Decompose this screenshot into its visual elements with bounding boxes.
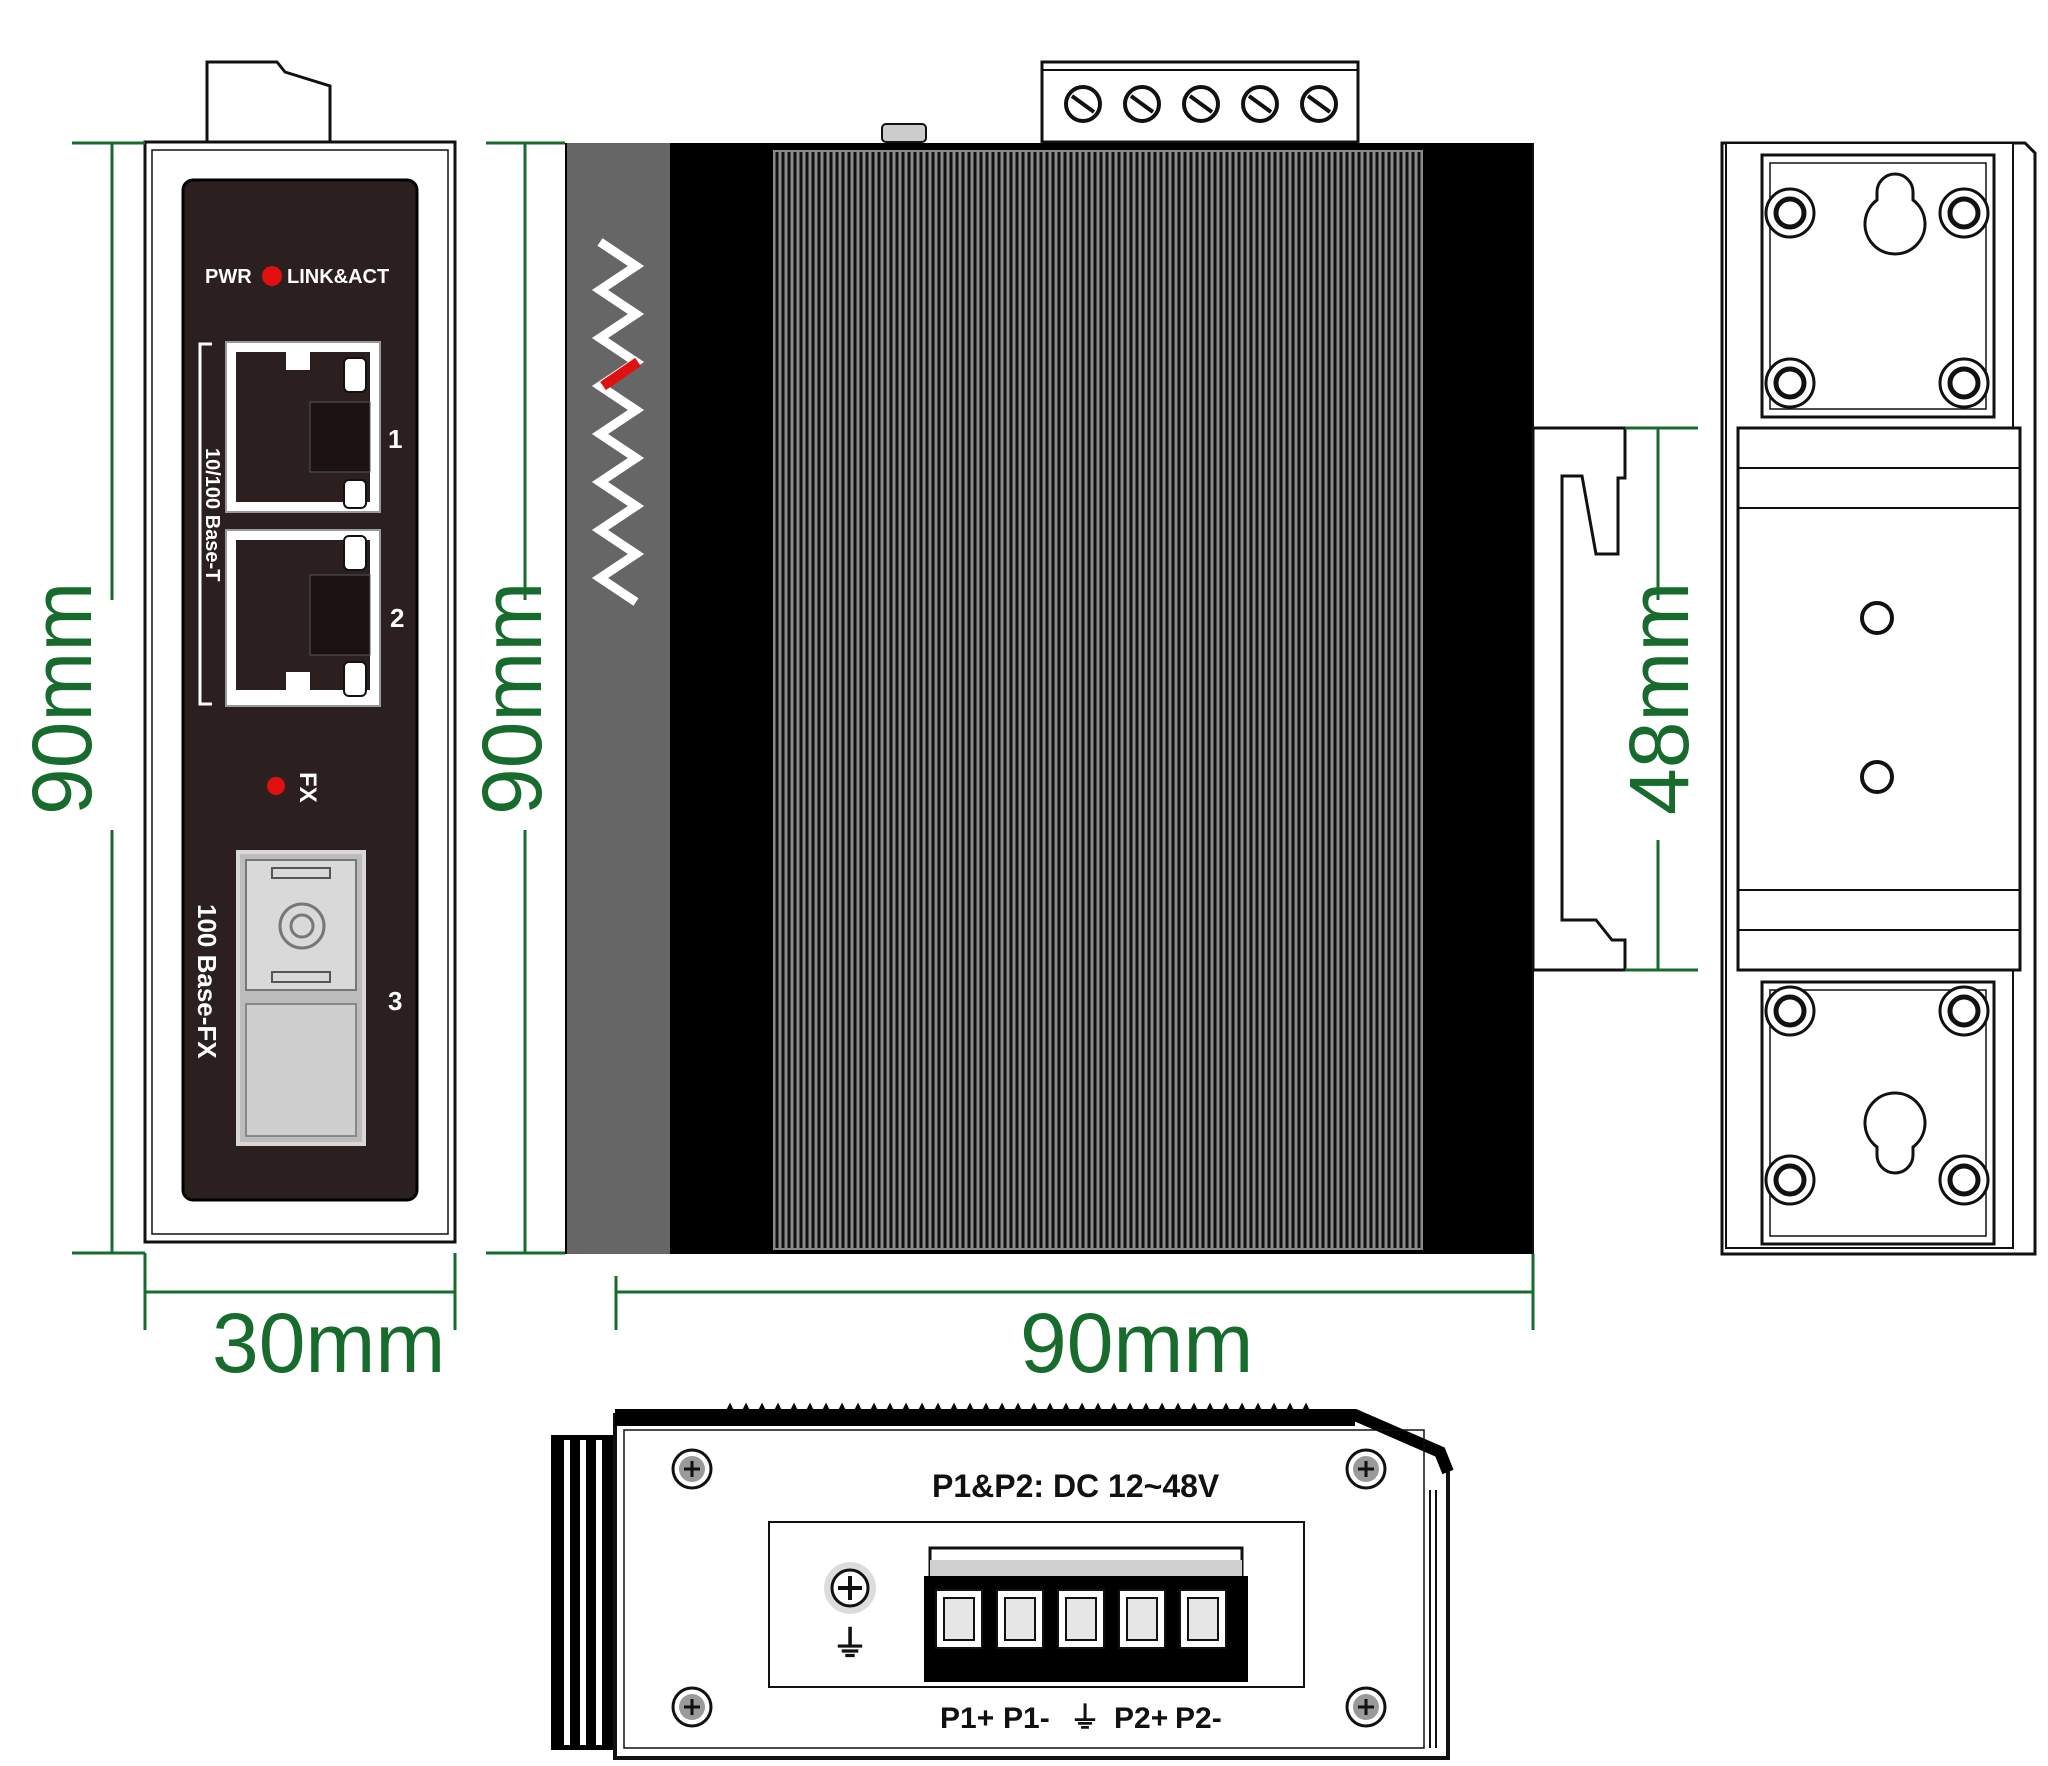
rj45-port-2 [225,529,381,707]
rear-view [1720,141,2037,1256]
front-view: PWR LINK&ACT 10/100 Base-T 1 2 FX [15,60,457,1390]
side-depth-value: 90mm [1020,1296,1253,1390]
side-depth-dimension [614,1254,1535,1330]
heatsink-fin-lines [775,152,1421,1248]
ground-screw-symbol: ⏚ [832,1623,868,1664]
front-top-clip [205,60,332,144]
front-housing-inner [151,149,449,1235]
pin-p1-minus: P1- [1003,1702,1050,1735]
bottom-serrations [615,1402,1355,1426]
rear-mount-screws [1764,187,1990,1206]
front-width-dimension [143,1253,457,1330]
port-3-number: 3 [388,986,402,1016]
brand-logo [591,238,645,606]
side-height-dimension [486,141,565,1255]
din-rail-bracket [1736,426,2022,972]
pin-p1-plus: P1+ [940,1702,994,1735]
copper-group-label: 10/100 Base-T [201,448,223,581]
front-height-value: 90mm [15,582,109,815]
fx-label: FX [294,772,321,803]
fx-led [267,777,285,795]
pwr-led [262,266,282,286]
pin-ground-symbol: ⏚ [1070,1702,1100,1735]
brand-logo-accent [600,357,641,391]
ground-stud [881,123,927,143]
side-height-value: 90mm [465,582,559,815]
terminal-screws-top [1064,85,1338,123]
heatsink-fins [773,150,1423,1250]
bottom-corner-screws [671,1448,1387,1728]
din-rail-dimension [1625,426,1698,972]
din-clip [1531,426,1627,972]
front-height-dimension [72,141,145,1255]
sc-fiber-port [236,850,366,1146]
din-rail-value: 48mm [1612,582,1706,815]
side-view: 90mm 90mm 48mm [465,60,1706,1390]
keyhole-bottom [1863,1091,1927,1175]
port-2-number: 2 [390,603,404,633]
rj45-port-1 [225,341,381,513]
power-spec-title: P1&P2: DC 12~48V [932,1468,1220,1504]
side-grey-stripe [567,143,670,1254]
port-1-number: 1 [388,424,402,454]
pin-p2-minus: P2- [1175,1702,1222,1735]
link-act-label: LINK&ACT [287,266,389,288]
fiber-group-label: 100 Base-FX [192,904,222,1059]
front-width-value: 30mm [212,1296,445,1390]
keyhole-top [1863,172,1927,256]
bottom-view: P1&P2: DC 12~48V ⏚ P1+ P1- ⏚ P2+ P2- [551,1402,1454,1760]
pin-p2-plus: P2+ [1114,1702,1168,1735]
power-terminal-block [924,1546,1248,1682]
pwr-label: PWR [205,266,252,288]
copper-group-bracket [198,342,212,706]
